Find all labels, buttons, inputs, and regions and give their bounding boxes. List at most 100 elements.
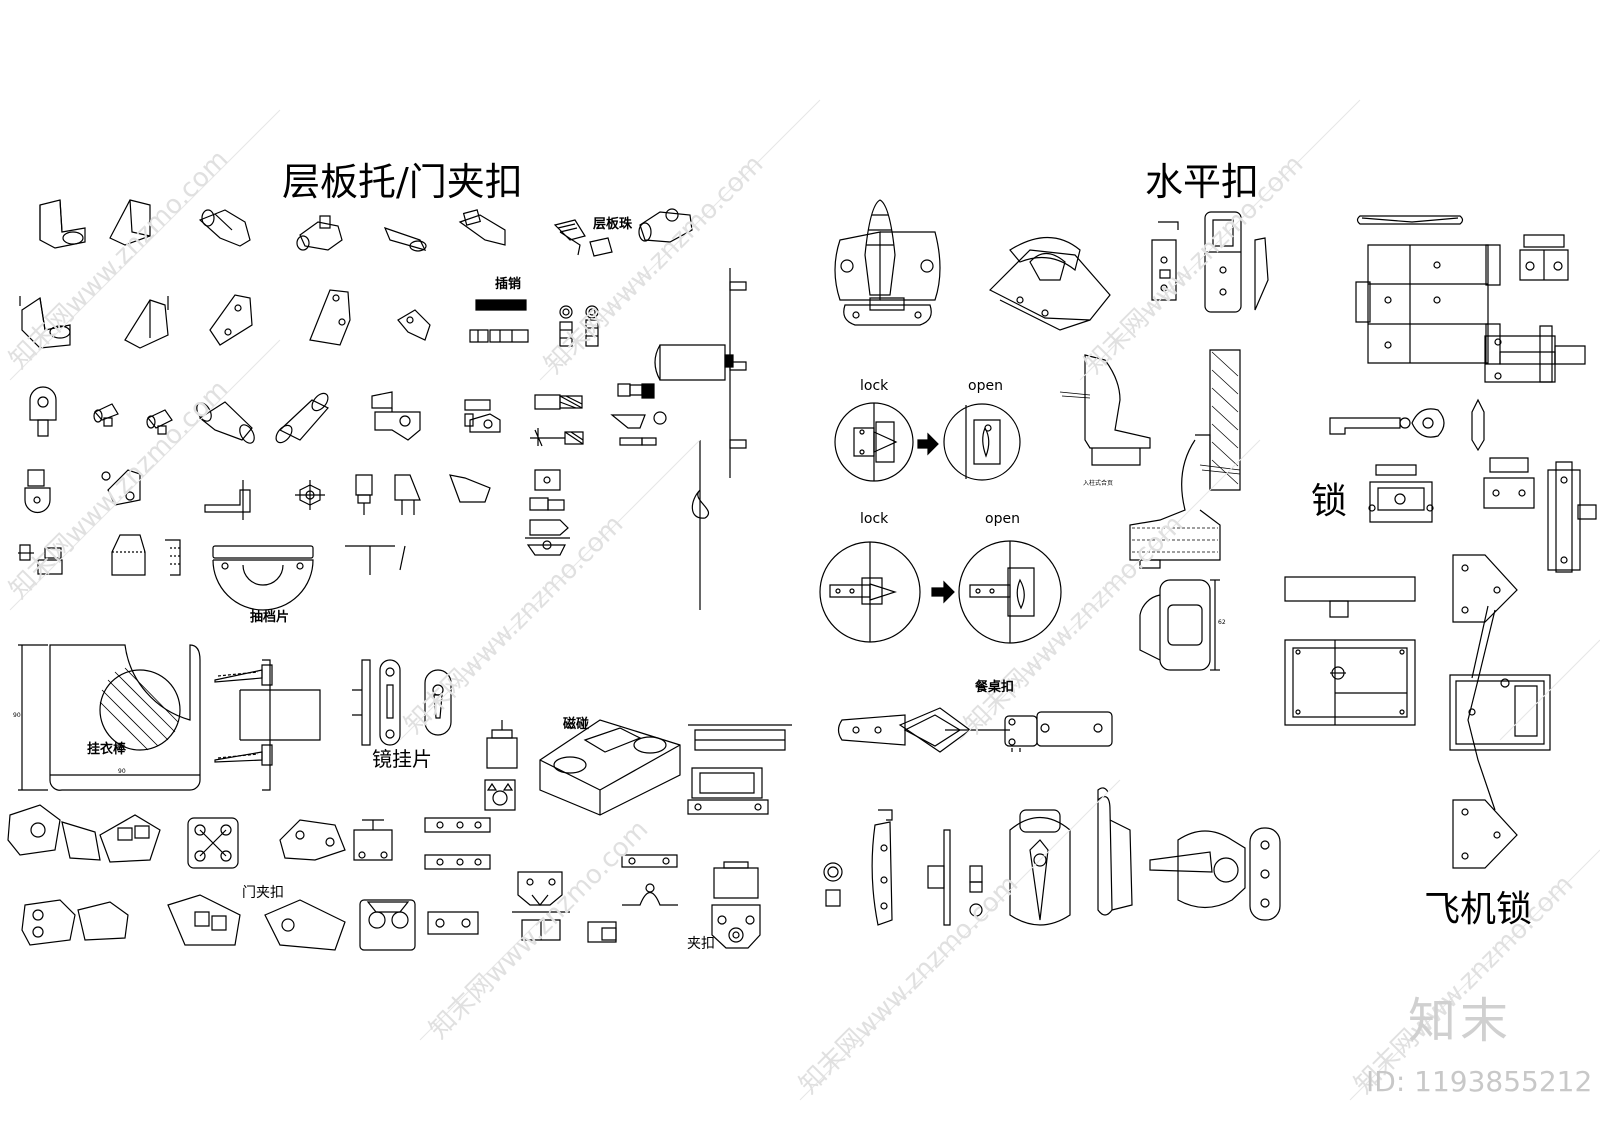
shelf-pin-5	[639, 209, 692, 242]
watermark-id: ID: 1193855212	[1366, 1065, 1593, 1098]
airplane-lock	[1450, 555, 1550, 868]
section-title-shelf-support: 层板托/门夹扣	[282, 160, 523, 204]
magnet-catch-views	[688, 725, 792, 814]
nut-plan	[295, 480, 325, 510]
label-open-2: open	[985, 511, 1020, 527]
dim-90-horizontal: 90	[118, 768, 126, 775]
magnet-catch-3d	[540, 720, 680, 815]
label-shelf-bead: 层板珠	[593, 217, 633, 232]
clip-set-a	[465, 400, 500, 432]
round-support-2	[25, 470, 50, 513]
dim-62: 62	[1218, 619, 1226, 626]
small-hinge-mid	[1484, 458, 1534, 508]
pin-and-clip	[612, 384, 666, 445]
watermark-diagonal-text: 知末网www.znzmo.com	[794, 869, 1025, 1100]
rail-side-panel	[655, 268, 746, 610]
section-title-lock: 锁	[1311, 481, 1348, 522]
door-clip-views-2	[280, 820, 392, 860]
section-title-horizontal-latch: 水平扣	[1145, 160, 1260, 204]
screw-set	[530, 395, 583, 446]
bracket-plate-set	[372, 392, 420, 440]
round-support	[30, 387, 56, 436]
label-open-1: open	[968, 378, 1003, 394]
drawer-lock-plan	[1285, 577, 1415, 725]
latch-assembly-bottom	[1150, 828, 1280, 920]
label-door-clip: 门夹扣	[242, 885, 284, 901]
latch-front-dim	[1140, 580, 1220, 670]
watermark-diagonal-text: 知末网www.znzmo.com	[399, 509, 630, 740]
shelf-pin-1	[200, 210, 250, 246]
watermark-diagonal-text: 知末网www.znzmo.com	[4, 144, 235, 375]
label-pin: 插销	[495, 277, 522, 292]
small-lock-top	[1520, 235, 1568, 280]
bent-clip	[398, 310, 430, 340]
mirror-hanger-parts	[352, 660, 451, 745]
tube-connector-1	[194, 400, 257, 445]
bracket-with-screws	[356, 475, 490, 515]
angle-bracket-1	[210, 295, 252, 345]
magnet-catch-small	[485, 720, 517, 810]
label-embedded-hinge: 入柱式合页	[1083, 480, 1114, 487]
cabinet-section	[1130, 350, 1240, 568]
tube-connector-2	[273, 390, 331, 445]
open-state-1	[944, 404, 1020, 480]
drawer-stop-plate	[213, 546, 313, 610]
table-latch	[839, 708, 1113, 752]
lock-arrow-2	[932, 582, 954, 602]
key	[1330, 400, 1484, 450]
lock-arrow-1	[918, 434, 938, 454]
shelf-support-bracket-1	[40, 200, 85, 248]
pin-parts	[470, 300, 598, 346]
shelf-support-bracket-2	[110, 200, 150, 245]
shelf-bead-support	[555, 220, 612, 256]
clip-catch	[712, 862, 760, 948]
l-bracket-1	[20, 296, 70, 348]
watermark-diagonal-text: 知末网www.znzmo.com	[4, 374, 235, 605]
door-clip-front-2	[360, 900, 478, 950]
label-drawer-stop: 抽档片	[250, 610, 290, 625]
rail-clip-drawing	[18, 645, 200, 790]
cabinet-lock-front	[1369, 465, 1433, 522]
horizontal-latch-side	[1152, 212, 1268, 312]
dim-90-vertical: 90	[13, 712, 21, 719]
door-clip-3d-1	[8, 805, 160, 862]
embedded-hinge	[1060, 355, 1150, 465]
angle-support	[102, 470, 140, 505]
dowel-pin-2	[147, 410, 172, 434]
screws-and-rail	[215, 660, 320, 790]
tower-bolt	[1548, 462, 1596, 572]
door-clip-front-1	[188, 818, 238, 868]
hinge-lock-top	[1356, 216, 1500, 364]
clip-small-parts	[622, 855, 678, 905]
label-lock-1: lock	[860, 378, 889, 394]
watermark-brand-logo: 知末	[1408, 993, 1513, 1049]
shelf-pin-3	[385, 228, 426, 251]
dowel-pin-1	[94, 404, 118, 426]
shelf-pin-2	[297, 216, 342, 250]
door-clip-front-3	[512, 872, 616, 942]
small-bracket-pair	[18, 545, 62, 574]
horizontal-latch-front	[835, 200, 940, 325]
open-state-2	[959, 541, 1061, 643]
latch-parts-bottom	[824, 810, 982, 925]
barrel-bolt	[1485, 326, 1585, 382]
shelf-pin-4	[460, 210, 505, 245]
horizontal-latch-3d	[990, 238, 1110, 331]
lock-state-1	[835, 403, 913, 481]
lock-state-2	[820, 542, 920, 642]
label-lock-2: lock	[860, 511, 889, 527]
door-clip-3d-2	[22, 895, 345, 950]
label-table-latch: 餐桌扣	[975, 680, 1015, 695]
l-bracket-2	[125, 296, 168, 348]
label-rail-clip: 挂衣棒	[87, 742, 127, 757]
door-clip-views-3	[425, 818, 490, 869]
latch-body-bottom	[1010, 788, 1132, 925]
angle-bracket-2	[310, 290, 350, 345]
watermark-diagonal-text: 知末网www.znzmo.com	[539, 149, 770, 380]
hatched-bracket	[112, 535, 180, 575]
label-clip: 夹扣	[687, 936, 715, 952]
label-mirror-hanger: 镜挂片	[372, 747, 432, 771]
profile-section-1	[205, 480, 250, 520]
